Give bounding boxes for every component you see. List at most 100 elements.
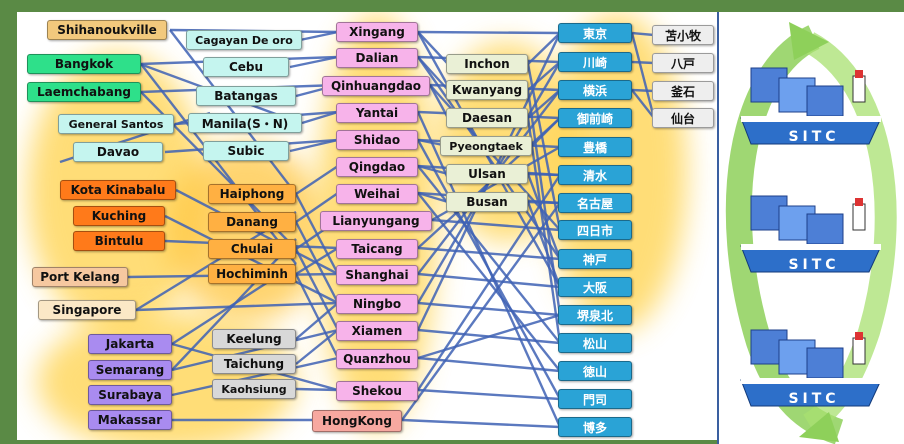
port-kota-kinabalu: Kota Kinabalu [60, 180, 176, 200]
port-danang: Danang [208, 212, 296, 232]
route-line [164, 214, 339, 305]
port-shekou: Shekou [336, 381, 418, 401]
route-line [289, 55, 339, 69]
port-label: Weihai [354, 187, 400, 201]
port-label: General Santos [68, 117, 164, 131]
port-label: Shekou [352, 384, 402, 398]
port-tokuyama: 徳山 [558, 361, 632, 381]
route-line [531, 117, 561, 147]
route-line [417, 31, 449, 65]
port-label: Qinhuangdao [330, 79, 422, 93]
port-label: Quanzhou [343, 352, 411, 366]
port-label: Danang [226, 215, 278, 229]
route-line [171, 356, 339, 397]
port-osaka: 大阪 [558, 277, 632, 297]
route-line [631, 88, 655, 93]
route-line [526, 173, 562, 260]
port-kamaishi: 釜石 [652, 81, 714, 101]
port-daesan: Daesan [446, 108, 528, 128]
port-label: Shihanoukville [57, 23, 157, 37]
port-label: Chulai [230, 242, 274, 256]
route-line [417, 356, 561, 373]
port-pyeongtaek: Pyeongtaek [440, 136, 532, 156]
route-line [169, 29, 297, 195]
port-yantai: Yantai [336, 103, 418, 123]
route-line [631, 31, 655, 37]
port-label: 堺泉北 [576, 308, 613, 323]
port-quanzhou: Quanzhou [336, 349, 418, 369]
port-label: Singapore [52, 303, 122, 317]
port-tomakomai: 苫小牧 [652, 25, 714, 45]
route-line [295, 302, 339, 340]
port-label: Dalian [355, 51, 399, 65]
port-lianyungang: Lianyungang [320, 211, 432, 231]
route-line [295, 192, 339, 223]
port-hachinohe: 八戸 [652, 53, 714, 73]
port-shimizu: 清水 [558, 165, 632, 185]
port-label: Subic [227, 144, 265, 158]
port-semarang: Semarang [88, 360, 172, 380]
port-label: Qingdao [348, 160, 406, 174]
fleet-panel: SITC SITC SITC [717, 12, 904, 444]
port-label: Yantai [355, 106, 399, 120]
port-label: Xingang [349, 25, 405, 39]
port-label: Bangkok [54, 57, 114, 71]
route-line [294, 273, 340, 359]
port-label: Kuching [91, 209, 147, 223]
route-line [299, 30, 339, 42]
route-line [135, 301, 339, 312]
port-label: Kaohsiung [221, 382, 287, 396]
port-label: Ulsan [468, 167, 506, 181]
ship-icon [740, 67, 881, 145]
port-omaezaki: 御前崎 [558, 108, 632, 128]
route-line [417, 191, 449, 204]
ship-icon [740, 329, 881, 407]
port-xingang: Xingang [336, 22, 418, 42]
port-label: Pyeongtaek [449, 139, 523, 153]
port-qinhuangdao: Qinhuangdao [322, 76, 430, 96]
port-label: 門司 [582, 392, 607, 407]
port-subic: Subic [203, 141, 289, 161]
port-hongkong: HongKong [312, 410, 402, 432]
port-label: Taichung [223, 357, 285, 371]
route-line [417, 165, 561, 344]
port-kawasaki: 川崎 [558, 52, 632, 72]
port-tokyo: 東京 [558, 23, 632, 43]
port-label: 徳山 [582, 364, 607, 379]
port-laemchabang: Laemchabang [27, 82, 141, 102]
port-label: Surabaya [98, 388, 162, 402]
port-chulai: Chulai [208, 239, 296, 259]
route-line [526, 89, 562, 316]
port-label: 豊橋 [582, 140, 607, 155]
port-label: 八戸 [670, 56, 695, 71]
port-davao: Davao [73, 142, 163, 162]
port-cagayan-de-oro: Cagayan De oro [186, 30, 302, 50]
route-line [294, 248, 340, 331]
port-label: Port Kelang [40, 270, 120, 284]
port-keelung: Keelung [212, 329, 296, 349]
route-line [526, 63, 562, 231]
port-label: Bintulu [94, 234, 144, 248]
port-label: Makassar [97, 413, 163, 427]
route-line [527, 89, 561, 119]
ship-label: SITC [788, 257, 840, 273]
port-label: Taicang [351, 242, 403, 256]
ship-label: SITC [788, 129, 840, 145]
port-label: 横浜 [582, 83, 607, 98]
port-label: Cagayan De oro [195, 33, 293, 47]
port-label: 川崎 [582, 55, 607, 70]
port-label: Busan [466, 195, 508, 209]
port-nagoya: 名古屋 [558, 193, 632, 213]
port-port-kelang: Port Kelang [32, 267, 128, 287]
route-line [401, 202, 561, 421]
port-label: Hochiminh [216, 267, 288, 281]
port-label: Keelung [226, 332, 282, 346]
port-taichung: Taichung [212, 354, 296, 374]
route-line [175, 188, 339, 276]
port-qingdao: Qingdao [336, 157, 418, 177]
port-xiamen: Xiamen [336, 321, 418, 341]
port-shanghai: Shanghai [336, 265, 418, 285]
port-busan: Busan [446, 192, 528, 212]
route-line [171, 238, 297, 371]
port-sakaisenboku: 堺泉北 [558, 305, 632, 325]
